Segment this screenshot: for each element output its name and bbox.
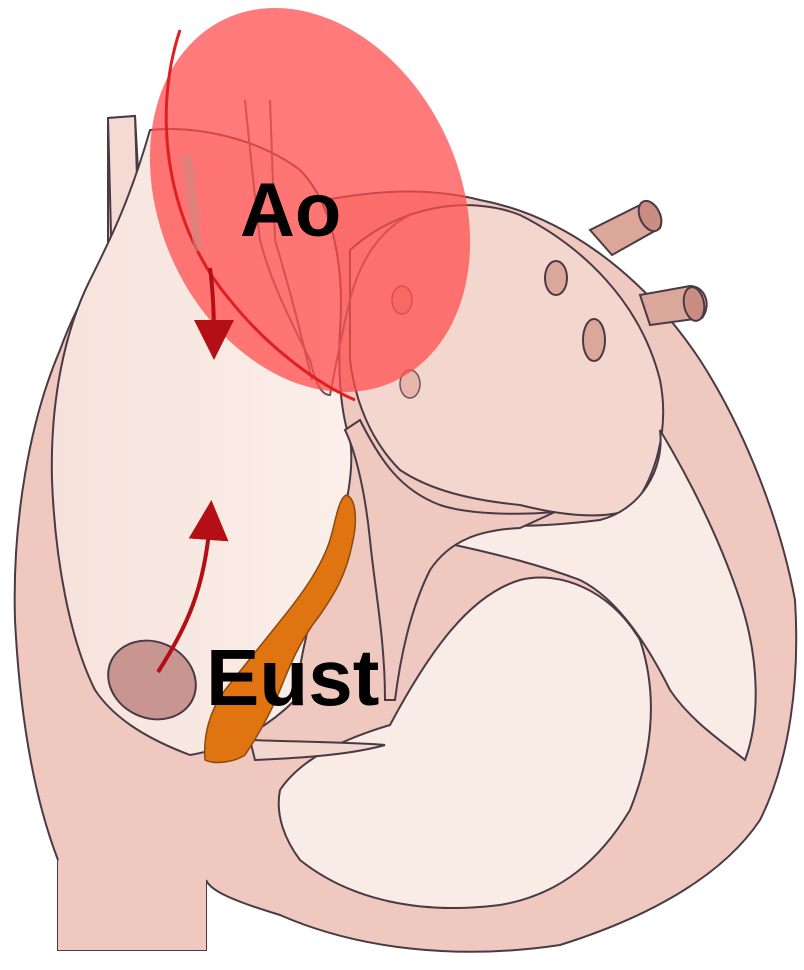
label-aorta: Ao [240,168,341,253]
inferior-vena-cava [58,860,206,950]
label-eustachian: Eust [206,633,379,722]
